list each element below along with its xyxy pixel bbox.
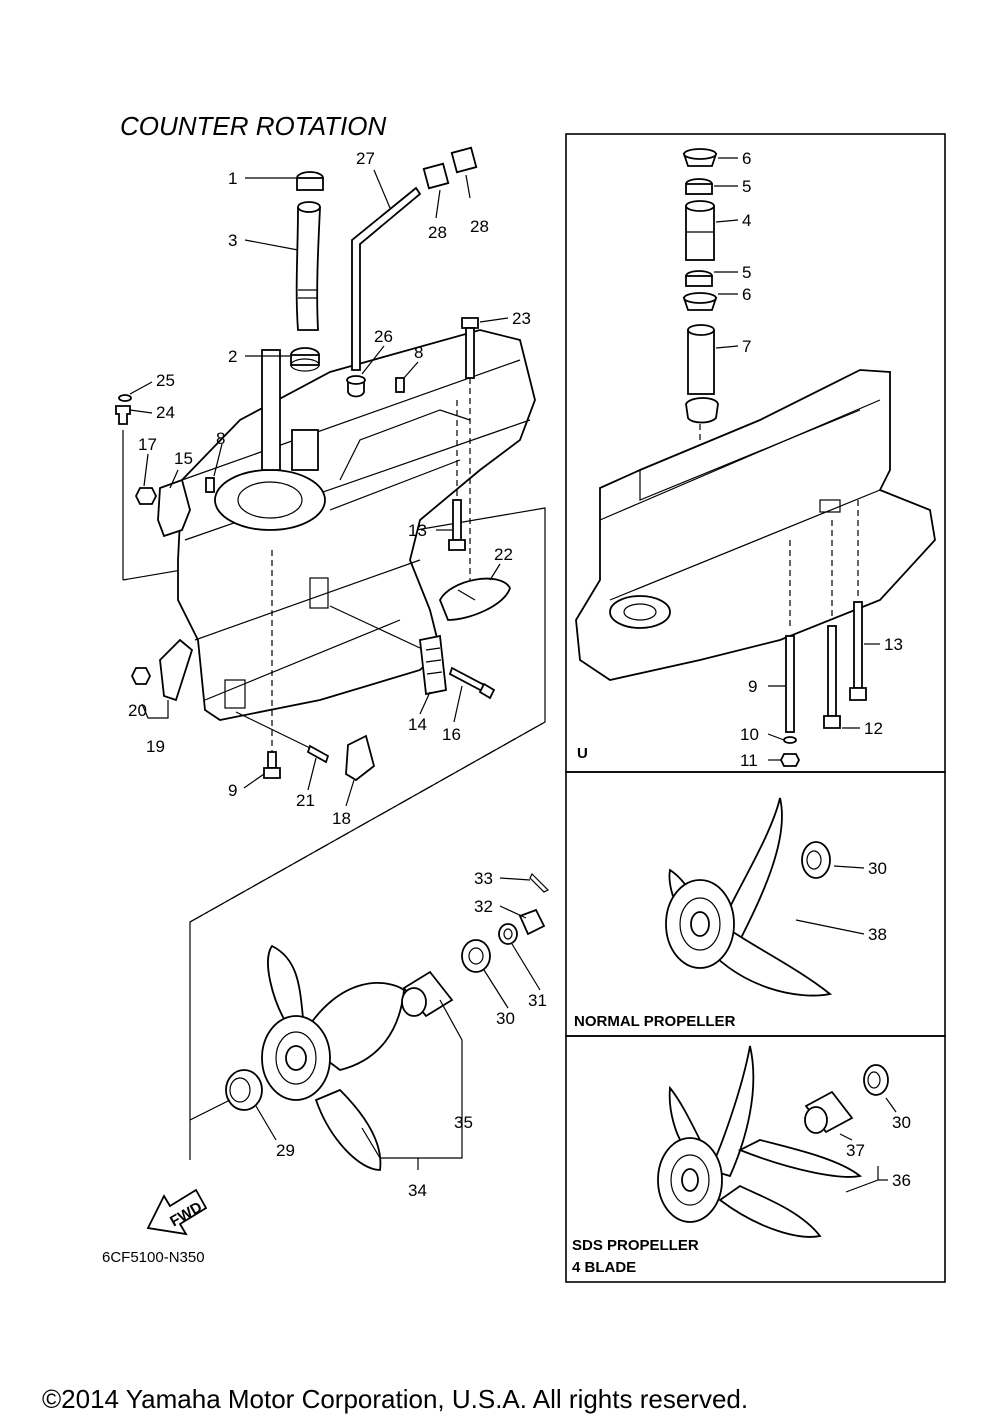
- callout-14: 14: [408, 715, 427, 734]
- callout-3: 3: [228, 231, 237, 250]
- callout-30: 30: [496, 1009, 515, 1028]
- washer-30-main: [461, 939, 491, 973]
- callout-34: 34: [408, 1181, 427, 1200]
- u-callout-12: 12: [864, 719, 883, 738]
- callout-28b: 28: [470, 217, 489, 236]
- callout-9: 9: [228, 781, 237, 800]
- callout-24: 24: [156, 403, 175, 422]
- anode-14: [419, 634, 447, 696]
- clip-a: [422, 162, 450, 190]
- nut-32: [518, 908, 546, 936]
- nut-20: [130, 667, 152, 685]
- callout-31: 31: [528, 991, 547, 1010]
- u-callout-11: 11: [740, 751, 758, 770]
- main-callout-numbers: 1 3 27 28 28 23 2 26 8 25 24 17 15 8 13 …: [128, 149, 547, 1200]
- u-callout-10: 10: [740, 725, 759, 744]
- callout-23: 23: [512, 309, 531, 328]
- callout-18: 18: [332, 809, 351, 828]
- screw-21: [235, 711, 330, 764]
- u-callout-9: 9: [748, 677, 757, 696]
- callout-1: 1: [228, 169, 237, 188]
- sds-spline-37: [804, 1090, 854, 1134]
- u-callout-7: 7: [742, 337, 751, 356]
- callout-2: 2: [228, 347, 237, 366]
- dowel-pin-a: [395, 377, 405, 393]
- bolt-23: [461, 317, 479, 582]
- normal-callout-38: 38: [868, 925, 887, 944]
- u-panel-housing: [575, 369, 936, 681]
- main-dashdot-divider: [189, 721, 546, 923]
- u-panel-parts: [682, 148, 719, 460]
- u-panel-leaders: [714, 157, 880, 761]
- u-callout-4: 4: [742, 211, 751, 230]
- fwd-arrow-icon: FWD: [146, 1188, 208, 1236]
- u-callout-6b: 6: [742, 285, 751, 304]
- normal-callout-30: 30: [868, 859, 887, 878]
- panel-sds-label-1: SDS PROPELLER: [572, 1237, 699, 1254]
- dowel-pin-b: [205, 477, 215, 493]
- anode-18: [345, 734, 376, 782]
- spacer-29: [189, 1069, 263, 1121]
- u-callout-13: 13: [884, 635, 903, 654]
- cotter-pin-33: [529, 872, 550, 893]
- u-callout-6a: 6: [742, 149, 751, 168]
- bolt-9-main: [263, 550, 281, 779]
- diagram-title: COUNTER ROTATION: [120, 111, 386, 141]
- right-panels: U NORMAL PROPELLER SDS PROPELLER 4 BLADE: [565, 133, 946, 1283]
- sds-callout-36: 36: [892, 1171, 911, 1190]
- callout-17: 17: [138, 435, 157, 454]
- nut-17: [134, 487, 158, 505]
- callout-13: 13: [408, 521, 427, 540]
- trim-tab-anode: [439, 577, 511, 621]
- u-callout-5a: 5: [742, 177, 751, 196]
- panel-sds-label-2: 4 BLADE: [572, 1259, 636, 1276]
- callout-8a: 8: [414, 343, 423, 362]
- callout-16: 16: [442, 725, 461, 744]
- callout-26: 26: [374, 327, 393, 346]
- spline-bushing-35: [401, 970, 454, 1018]
- normal-propeller: [665, 797, 865, 997]
- sds-washer-30: [863, 1064, 889, 1096]
- callout-28a: 28: [428, 223, 447, 242]
- u-callout-5b: 5: [742, 263, 751, 282]
- propeller-main: [261, 944, 405, 1171]
- callout-27: 27: [356, 149, 375, 168]
- callout-19: 19: [146, 737, 165, 756]
- panel-u-label: U: [577, 745, 588, 762]
- panel-normal-label: NORMAL PROPELLER: [574, 1013, 736, 1030]
- o-ring-25: [118, 394, 132, 402]
- bolt-16: [448, 666, 496, 700]
- bracket-19: [159, 638, 194, 702]
- diagram-code: 6CF5100-N350: [102, 1249, 205, 1266]
- lower-case-housing: [177, 329, 536, 721]
- callout-32: 32: [474, 897, 493, 916]
- sds-callout-37: 37: [846, 1141, 865, 1160]
- washer-31: [498, 923, 518, 945]
- callout-25: 25: [156, 371, 175, 390]
- main-leaders: [129, 169, 541, 1170]
- prop-callout-numbers: 30 38 30 37 36: [846, 859, 911, 1190]
- callout-22: 22: [494, 545, 513, 564]
- bolt-13-main: [448, 400, 466, 551]
- shift-rod: [351, 186, 422, 371]
- callout-35: 35: [454, 1113, 473, 1132]
- clip-b: [450, 146, 478, 174]
- callout-21: 21: [296, 791, 315, 810]
- callout-8b: 8: [216, 429, 225, 448]
- callout-15: 15: [174, 449, 193, 468]
- panel-sds-frame: [565, 1035, 946, 1283]
- callout-29: 29: [276, 1141, 295, 1160]
- sds-callout-30: 30: [892, 1113, 911, 1132]
- u-callout-numbers: 6 5 4 5 6 7 13 9 12 10 11: [740, 149, 903, 770]
- callout-33: 33: [474, 869, 493, 888]
- u-panel-studs: [779, 500, 867, 767]
- sds-propeller: [657, 1045, 897, 1238]
- water-tube-assembly: [290, 171, 324, 372]
- copyright-notice: ©2014 Yamaha Motor Corporation, U.S.A. A…: [42, 1384, 748, 1414]
- cover-15: [157, 478, 191, 538]
- fitting-24: [115, 405, 131, 425]
- callout-20: 20: [128, 701, 147, 720]
